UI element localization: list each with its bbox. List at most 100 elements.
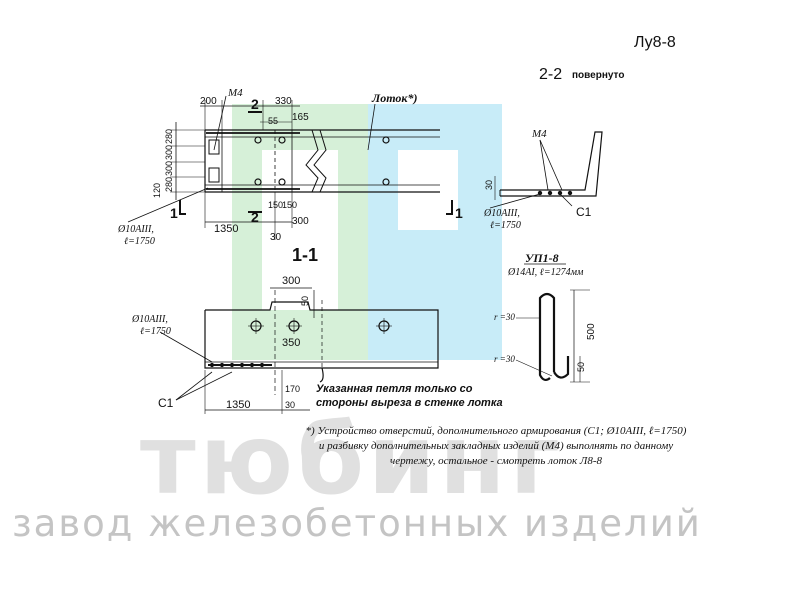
plan-dim-55: 55 [268, 116, 278, 126]
section-1-1-rebar-dot [229, 362, 235, 368]
section-1-1-view: 1-1 300 50 350 170 1350 30 Ø10АIII, ℓ=17… [131, 245, 503, 414]
logo-blue-cutout [398, 150, 458, 230]
plan-dim-30: 30 [270, 232, 282, 243]
section-1-1-hole-3 [376, 318, 392, 334]
plan-label-m4: M4 [227, 87, 243, 99]
section-1-1-dim-50: 50 [300, 296, 310, 306]
footnote-line-1: *) Устройство отверстий, дополнительного… [305, 425, 687, 437]
plan-hole-6 [382, 178, 390, 186]
section-2-2-rebar-dot [557, 190, 563, 196]
section-1-1-rebar-dot [249, 362, 255, 368]
section-1-marker-left [179, 200, 186, 215]
section-1-1-dim-300: 300 [282, 275, 300, 287]
section-2-2-rebar-dot [567, 190, 573, 196]
section-2-2-rebar-leader [489, 193, 541, 209]
section-2-2-dim-30: 30 [484, 180, 494, 190]
watermark-brand: тюбинг [140, 404, 564, 516]
up1-r-bot-leader [515, 359, 553, 377]
section-1-1-c1: C1 [158, 396, 174, 410]
section-1-1-c1-leader [175, 371, 233, 401]
section-1-marker-right [446, 200, 453, 215]
up1-loop-hook [553, 356, 570, 379]
section-1-1-rebar-leader [159, 331, 213, 363]
footnote: *) Устройство отверстий, дополнительного… [276, 424, 716, 469]
up1-spec: Ø14AI, ℓ=1274мм [507, 267, 584, 278]
section-1-1-dim-30: 30 [285, 400, 295, 410]
up1-r-bot: r =30 [494, 354, 515, 364]
section-2-2-rebar-dot [537, 190, 543, 196]
section-1-1-dim-170: 170 [285, 384, 300, 394]
section-2-2-rebar-dot [547, 190, 553, 196]
section-1-1-rebar-len: ℓ=1750 [140, 326, 171, 337]
plan-dim-left-280: 280 [164, 129, 174, 144]
section-2-2-m4-leader [539, 139, 563, 191]
section-1-1-dim-1350: 1350 [226, 399, 250, 411]
up1-loop-view: УП1-8 Ø14AI, ℓ=1274мм r =30 r =30 500 50 [494, 251, 597, 383]
section-1-1-dim-350: 350 [282, 337, 300, 349]
plan-m4-leader [213, 95, 227, 151]
up1-dim-50: 50 [576, 362, 586, 372]
up1-loop-outer [538, 292, 556, 382]
plan-embedded-m4-bottom [208, 167, 220, 183]
plan-hole-2 [254, 178, 262, 186]
section-2-2-subtitle: повернуто [572, 70, 624, 81]
plan-rebar-len: ℓ=1750 [124, 236, 155, 247]
section-1-1-rebar-dot [239, 362, 245, 368]
plan-dim-left-300b: 300 [164, 161, 174, 176]
plan-dim-left-300: 300 [164, 145, 174, 160]
plan-dim-150b: 150 [282, 200, 297, 210]
plan-view: 200 330 165 55 150 280 300 300 280 120 1… [117, 87, 463, 247]
plan-section-2-bottom: 2 [251, 209, 259, 225]
section-1-1-rebar-dot [219, 362, 225, 368]
plan-dim-left-120: 120 [152, 183, 162, 198]
section-2-2-rebar-len: ℓ=1750 [490, 220, 521, 231]
plan-dim-200: 200 [200, 96, 217, 107]
section-2-2-rebar-name: Ø10АIII, [483, 208, 520, 219]
footnote-line-3: чертежу, остальное - смотреть лоток Л8-8 [389, 455, 603, 467]
plan-dim-330: 330 [275, 96, 292, 107]
plan-hole-4 [278, 178, 286, 186]
plan-break-mark [305, 129, 319, 193]
plan-rebar-name: Ø10АIII, [117, 224, 154, 235]
plan-label-tray: Лоток*) [371, 91, 418, 105]
section-1-1-hole-2 [286, 318, 302, 334]
section-2-2-title: 2-2 [539, 66, 562, 83]
section-2-2-m4: M4 [531, 128, 547, 140]
plan-rebar-leader [127, 187, 209, 223]
section-1-1-hole-1 [248, 318, 264, 334]
plan-dim-1350: 1350 [214, 223, 238, 235]
watermark-subtitle: завод железобетонных изделий [12, 502, 702, 545]
plan-hole-5 [382, 136, 390, 144]
plan-dim-left-280b: 280 [164, 177, 174, 192]
up1-title: УП1-8 [525, 251, 559, 265]
logo-blue-block [368, 104, 502, 360]
section-1-1-rebar-dot [259, 362, 265, 368]
section-1-1-rebar-name: Ø10АIII, [131, 314, 168, 325]
section-1-1-note-line1: Указанная петля только со [316, 383, 473, 395]
section-2-2-outline [500, 131, 603, 197]
section-1-1-c1-leader [175, 371, 213, 401]
plan-section-2-top: 2 [251, 96, 259, 112]
section-1-1-rebar-dot [209, 362, 215, 368]
plan-dim-300: 300 [292, 216, 309, 227]
up1-dim-500: 500 [586, 323, 597, 340]
section-1-1-title: 1-1 [292, 245, 318, 265]
plan-break-mark-2 [313, 129, 327, 193]
plan-dim-165: 165 [292, 112, 309, 123]
up1-r-top: r =30 [494, 312, 515, 322]
plan-section-1-left: 1 [170, 205, 178, 221]
section-2-2-view: 2-2 повернуто M4 30 Ø10АIII, ℓ=1750 C1 [483, 66, 624, 231]
plan-tray-leader [367, 103, 376, 151]
plan-embedded-m4-top [208, 139, 220, 155]
footnote-line-2: и разбивку дополнительных закладных изде… [318, 440, 674, 452]
section-2-2-c1: C1 [576, 205, 592, 219]
sheet-label: Лу8-8 [634, 34, 676, 51]
section-2-2-m4-leader [539, 139, 549, 191]
section-1-1-note-line2: стороны выреза в стенке лотка [316, 397, 503, 409]
section-1-1-outline [204, 301, 439, 369]
plan-section-1-right: 1 [455, 205, 463, 221]
plan-hole-1 [254, 136, 262, 144]
